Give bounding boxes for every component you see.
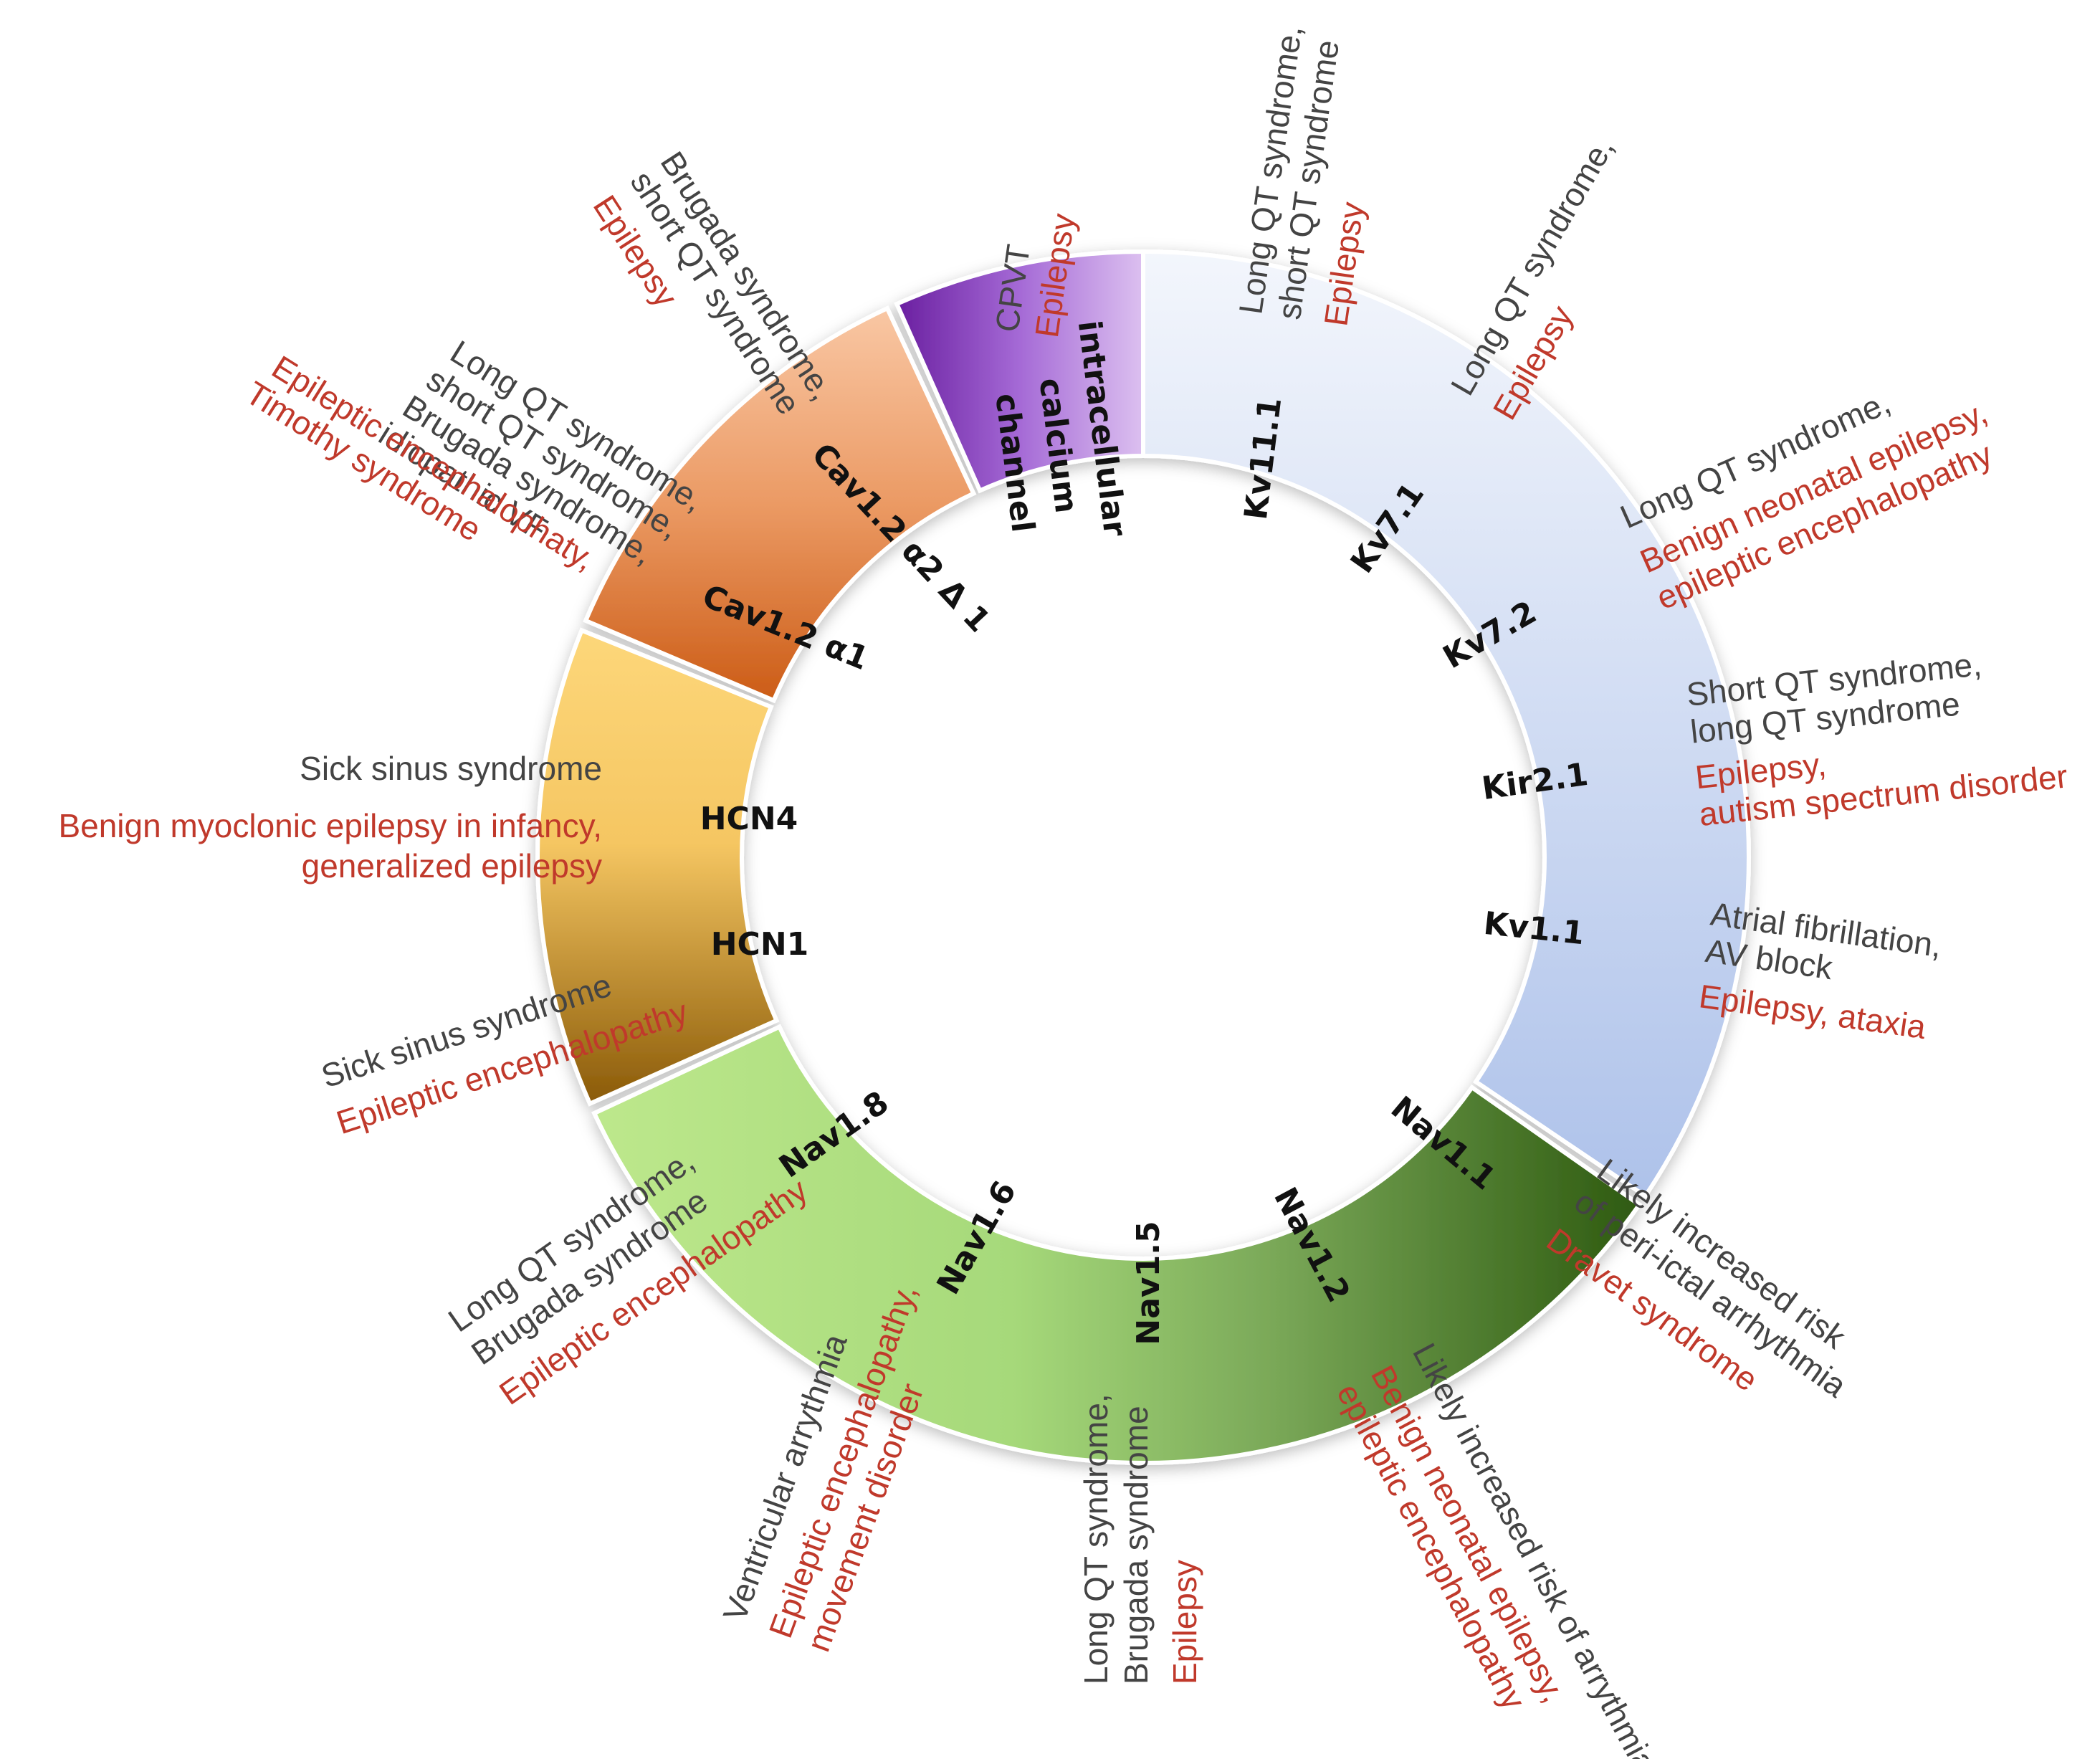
channel-label: HCN1 (711, 926, 809, 963)
segment-nav (591, 1024, 1643, 1465)
segment-kv (1141, 249, 1751, 1199)
cardiac-phenotype: Sick sinus syndrome (300, 750, 602, 787)
neuro-phenotype: Epilepsy (1166, 1560, 1203, 1684)
channel-ring (535, 249, 1751, 1465)
segment-cav (583, 305, 977, 704)
annotation-kir2-1: Short QT syndrome,long QT syndromeEpilep… (1685, 645, 2070, 833)
annotation-kv7-2: Long QT syndrome,Benign neonatal epileps… (1615, 383, 1998, 617)
neuro-phenotype: Benign myoclonic epilepsy in infancy, (58, 807, 602, 844)
neuro-phenotype: Epilepsy, ataxia (1696, 977, 1928, 1046)
annotation-kv7-1: Long QT syndrome,Epilepsy (1443, 131, 1621, 426)
disease-annotations: Long QT syndrome,short QT syndromeEpilep… (58, 23, 2069, 1759)
segment-hcn (535, 627, 780, 1107)
annotation-nav1-2: Likely increased risk of arrythmiaBenign… (1330, 1337, 1664, 1759)
channel-label: HCN4 (700, 801, 798, 837)
neuro-phenotype: generalized epilepsy (302, 847, 602, 885)
segment-intra (894, 249, 1145, 494)
cardiac-phenotype: Brugada syndrome (1117, 1406, 1155, 1684)
channel-label: Nav1.5 (1130, 1221, 1167, 1345)
cardiac-phenotype: Long QT syndrome, (1077, 1393, 1115, 1684)
